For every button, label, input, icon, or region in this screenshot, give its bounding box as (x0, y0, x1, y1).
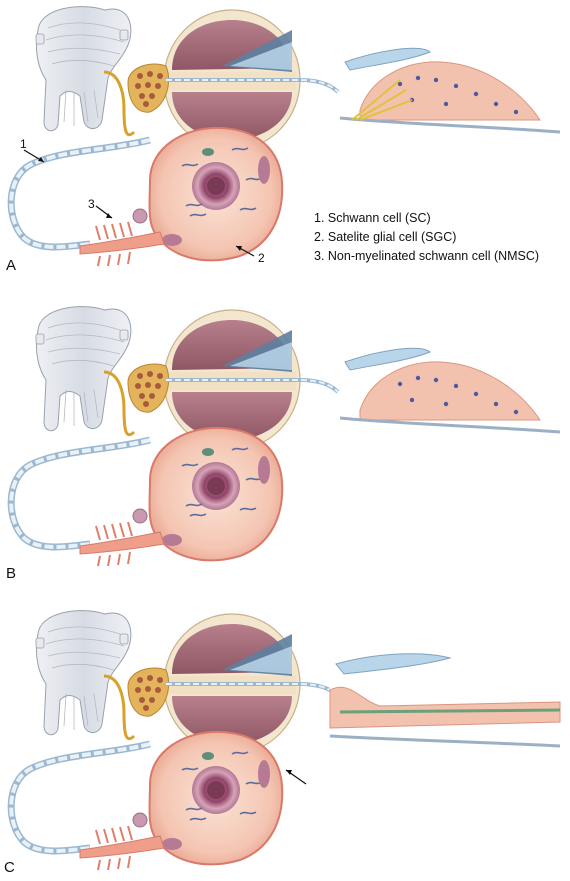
legend-item-nmsc: 3. Non-myelinated schwann cell (NMSC) (314, 249, 539, 263)
marker-3: 3 (88, 197, 95, 211)
legend: 1. Schwann cell (SC) 2. Satelite glial c… (314, 211, 539, 263)
legend-item-sc: 1. Schwann cell (SC) (314, 211, 431, 225)
marker-2: 2 (258, 251, 265, 265)
panel-letter-c: C (4, 859, 15, 876)
legend-item-sgc: 2. Satelite glial cell (SGC) (314, 230, 456, 244)
panel-letter-b: B (6, 565, 16, 582)
panel-c: C (4, 611, 570, 876)
panel-letter-a: A (6, 257, 16, 274)
flattened-epithelium (329, 653, 561, 748)
marker-1: 1 (20, 137, 27, 151)
panel-a: A 1 3 2 1. Schwann cell (SC) 2. Satelite… (6, 7, 560, 274)
panel-b: B (6, 307, 560, 582)
